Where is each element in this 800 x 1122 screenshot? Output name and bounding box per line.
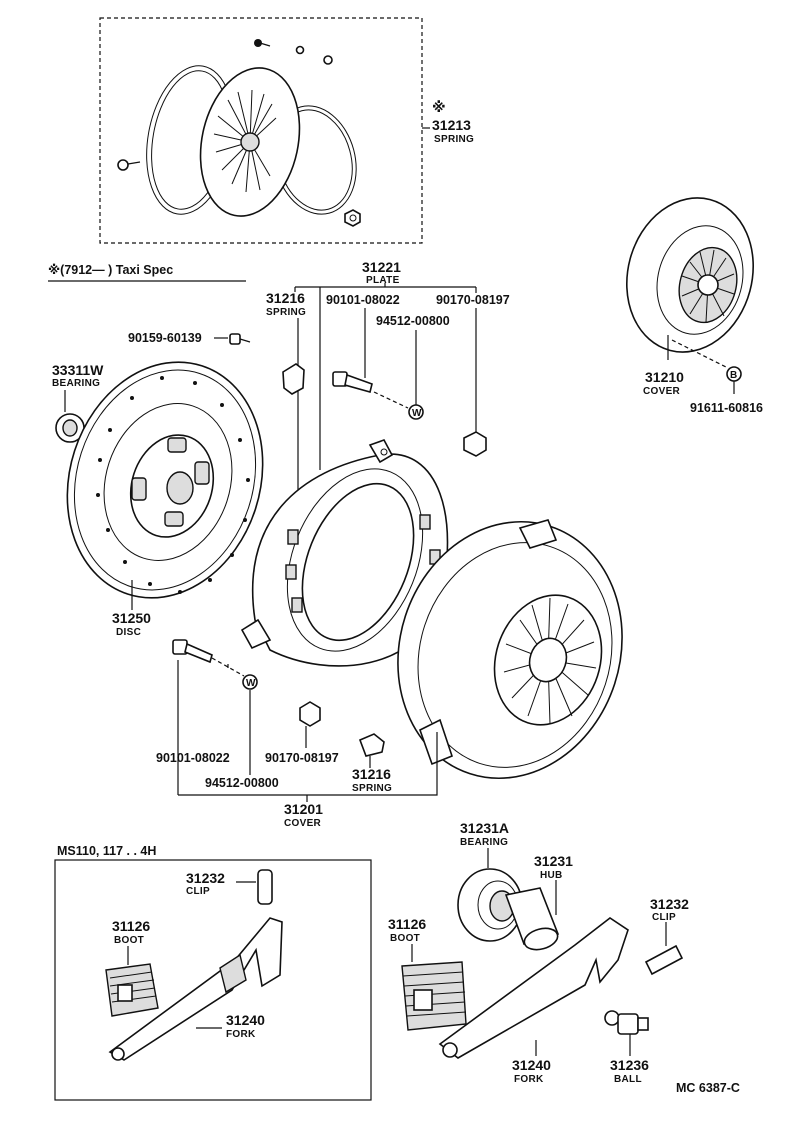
label-90170-top: 90170-08197 [436,293,510,307]
label-31126-left-number: 31126 [112,918,150,934]
label-33311W-name: BEARING [52,378,100,389]
bolt-marker-b: B [730,370,738,381]
label-91611: 91611-60816 [690,401,763,415]
taxi-spec-box [99,17,423,244]
label-33311W-number: 33311W [52,362,104,378]
ball-31236 [604,1010,649,1035]
fork-31240-right [438,917,629,1059]
label-31221-number: 31221 [362,259,401,275]
label-90170-bottom: 90170-08197 [265,751,339,765]
plate-31221 [240,439,449,667]
label-31216-bottom-name: SPRING [352,783,392,794]
label-94512-bottom: 94512-00800 [205,776,279,790]
cover-31201 [397,519,623,780]
label-31210-name: COVER [643,386,681,397]
label-31240-left-number: 31240 [226,1012,265,1028]
spring-31216-bottom [358,733,385,757]
hub-31231 [504,887,560,951]
label-31236-name: BALL [614,1074,642,1085]
label-31216-bottom-number: 31216 [352,766,391,782]
spring-31216-top [282,363,305,395]
label-31126-right-number: 31126 [388,916,426,932]
label-31232-left-number: 31232 [186,870,225,886]
label-31240-right-number: 31240 [512,1057,551,1073]
washer-marker-bottom: W [246,678,256,689]
disc-31250 [66,361,264,599]
taxi-spec-note: ※(7912— ) Taxi Spec [48,263,173,277]
drawing-code: MC 6387-C [676,1081,740,1095]
boot-31126-left [105,963,159,1017]
label-31232-right-number: 31232 [650,896,689,912]
label-31221-name: PLATE [366,275,400,286]
label-90159: 90159-60139 [128,331,202,345]
washer-marker-top: W [412,408,422,419]
label-31201-number: 31201 [284,801,323,817]
fork-31240-left [108,917,283,1061]
label-31126-right-name: BOOT [390,933,420,944]
nut-90170-top [463,431,487,457]
clip-31232-left [257,869,273,905]
label-31216-top-name: SPRING [266,307,306,318]
label-31231A-number: 31231A [460,820,509,836]
label-31250-name: DISC [116,627,141,638]
label-90101-top: 90101-08022 [326,293,400,307]
label-31216-top-number: 31216 [266,290,305,306]
cover-31210 [626,197,754,353]
bolt-90101-bottom [172,639,213,664]
bolt-90101-top [332,371,373,393]
label-31213-number: 31213 [432,117,471,133]
label-94512-top: 94512-00800 [376,314,450,328]
label-31231-name: HUB [540,870,563,881]
label-31231-number: 31231 [534,853,573,869]
bearing-33311W [55,413,85,443]
label-31210-number: 31210 [645,369,684,385]
label-31201-name: COVER [284,818,322,829]
clip-31232-right [644,944,684,976]
label-31126-left-name: BOOT [114,935,144,946]
label-31231A-name: BEARING [460,837,508,848]
label-31232-left-name: CLIP [186,886,210,897]
note-mark: ※ [432,99,446,115]
label-31250-number: 31250 [112,610,151,626]
label-31240-right-name: FORK [514,1074,544,1085]
variant-box [54,859,372,1101]
label-90101-bottom: 90101-08022 [156,751,230,765]
label-31232-right-name: CLIP [652,912,676,923]
label-31240-left-name: FORK [226,1029,256,1040]
variant-label: MS110, 117 . . 4H [57,844,156,858]
boot-31126-right [401,961,467,1031]
label-31213-name: SPRING [434,134,474,145]
nut-90170-bottom [299,701,321,727]
label-31236-number: 31236 [610,1057,649,1073]
